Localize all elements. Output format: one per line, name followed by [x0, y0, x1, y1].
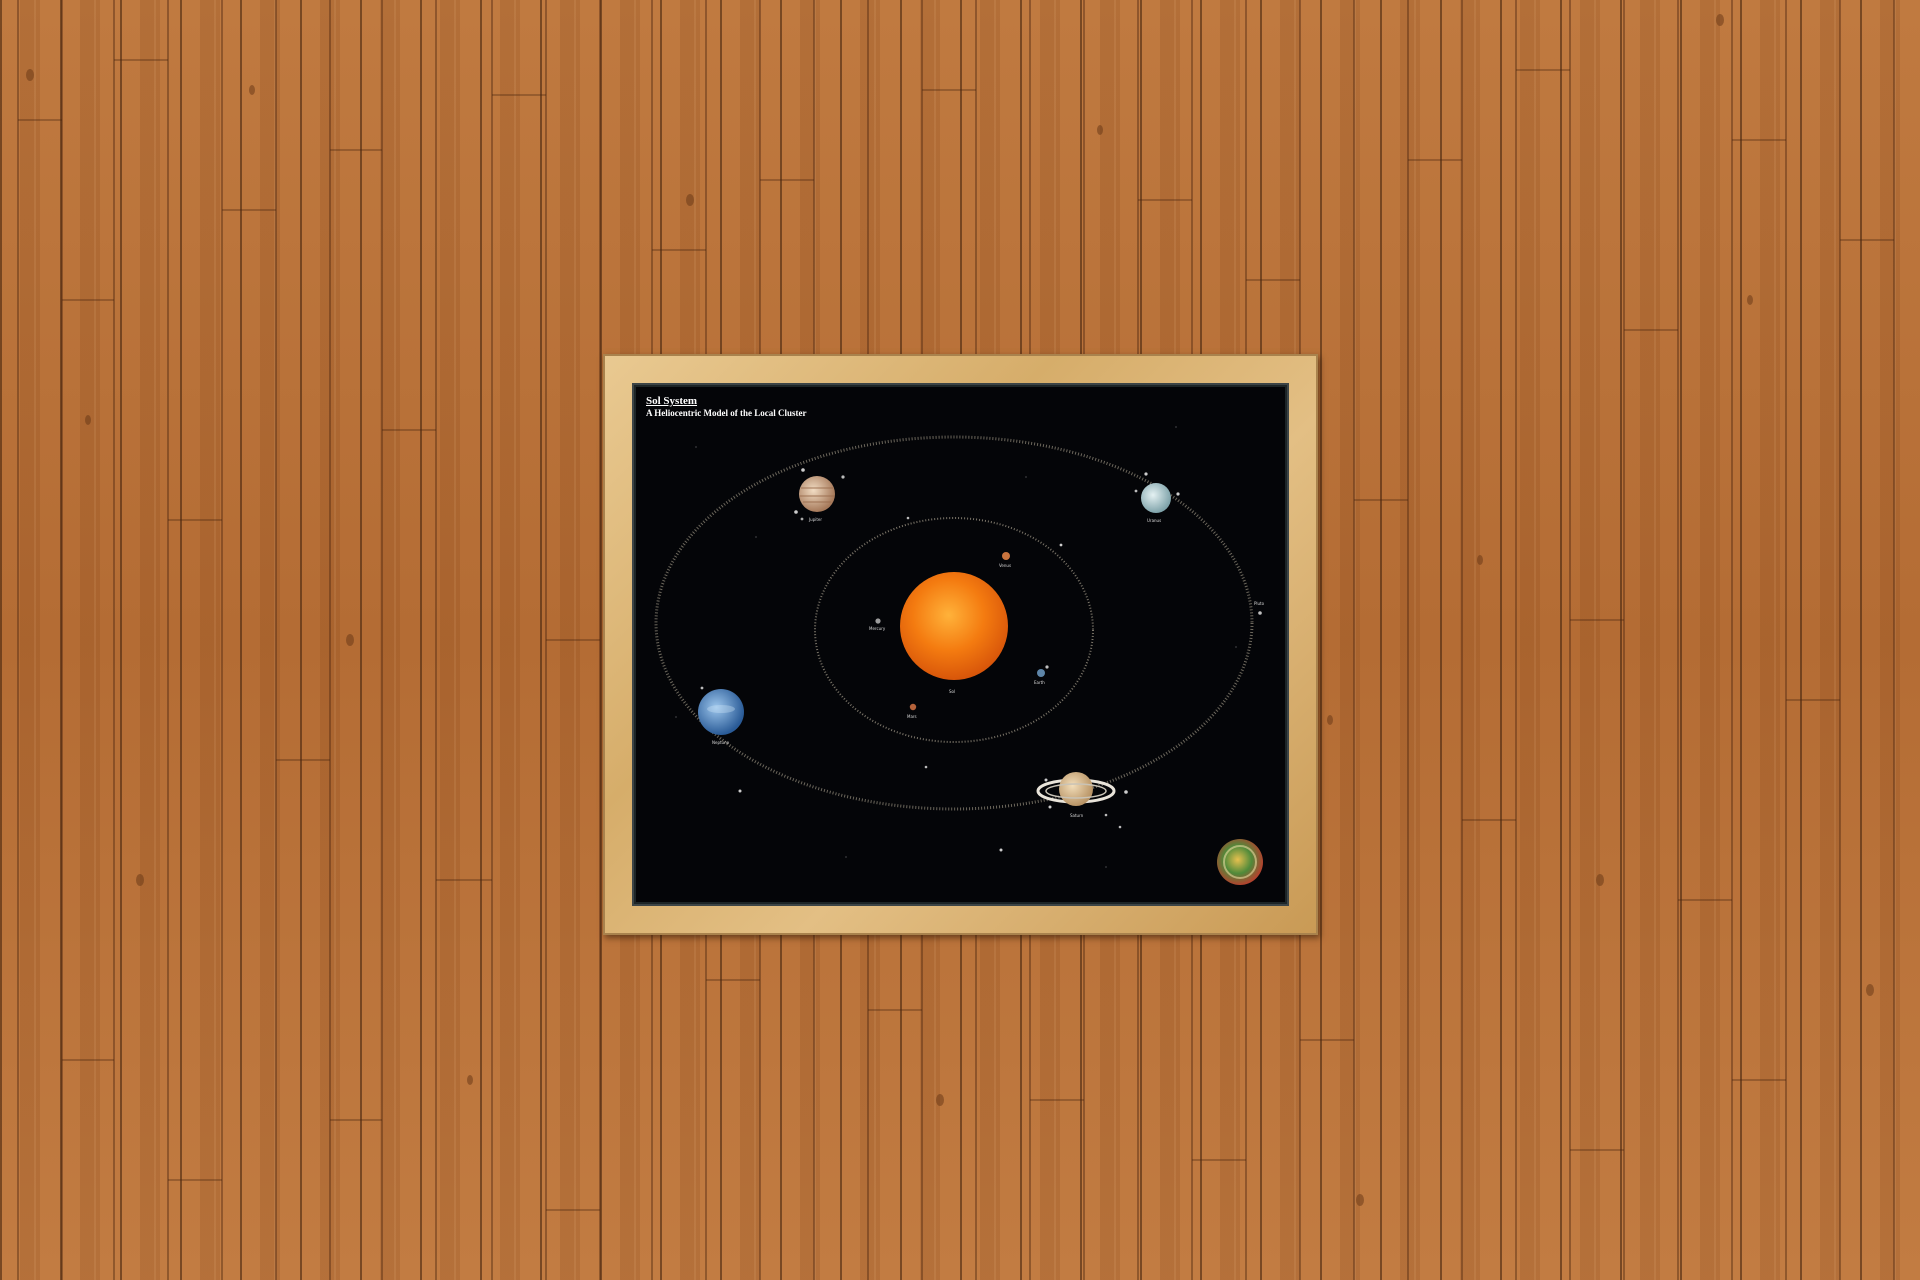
- poster-title: Sol System: [646, 395, 698, 407]
- uranus-moon: [1134, 489, 1138, 493]
- saturn-moon: [1044, 778, 1048, 782]
- uranus-label: Uranus: [1147, 518, 1161, 523]
- saturn-moon: [1124, 790, 1128, 794]
- jupiter-moon: [800, 517, 804, 521]
- solar-system-poster: Sol Mercury Venus Earth Mars: [636, 387, 1285, 902]
- earth-moon: [1045, 665, 1049, 669]
- uranus-moon: [1144, 472, 1148, 476]
- dwarf-body: [738, 789, 742, 793]
- outer-orbit-belt: [654, 435, 1254, 811]
- earth: [1037, 669, 1045, 677]
- poster-subtitle: A Heliocentric Model of the Local Cluste…: [646, 408, 807, 418]
- pluto: [1258, 611, 1262, 615]
- dwarf-body: [1059, 543, 1063, 547]
- neptune-moon: [700, 686, 704, 690]
- mercury: [875, 618, 881, 624]
- pluto-label: Pluto: [1254, 601, 1265, 606]
- dwarf-body: [999, 848, 1003, 852]
- mars-label: Mars: [907, 714, 917, 719]
- saturn-moon: [1118, 825, 1122, 829]
- neptune-label: Neptune: [712, 740, 730, 745]
- saturn-moon: [1104, 813, 1108, 817]
- venus: [1002, 552, 1010, 560]
- dwarf-body: [906, 516, 910, 520]
- venus-label: Venus: [999, 563, 1011, 568]
- jupiter: [799, 476, 835, 512]
- sun-label: Sol: [949, 689, 955, 694]
- mercury-label: Mercury: [869, 626, 886, 631]
- neptune: [698, 689, 744, 735]
- inner-orbit-belt: [814, 517, 1094, 743]
- jupiter-moon: [794, 510, 798, 514]
- saturn-moon: [1048, 805, 1052, 809]
- uranus: [1141, 483, 1171, 513]
- jupiter-moon: [801, 468, 805, 472]
- jupiter-label: Jupiter: [808, 517, 822, 522]
- solar-system-illustration: Sol Mercury Venus Earth Mars: [654, 426, 1265, 885]
- earth-label: Earth: [1034, 680, 1045, 685]
- sun: [900, 572, 1008, 680]
- mars: [909, 703, 917, 711]
- saturn-label: Saturn: [1070, 813, 1084, 818]
- saturn: [1059, 772, 1093, 806]
- picture-frame: Sol Mercury Venus Earth Mars: [603, 354, 1318, 935]
- dwarf-body: [924, 765, 928, 769]
- uranus-moon: [1176, 492, 1180, 496]
- jupiter-moon: [841, 475, 845, 479]
